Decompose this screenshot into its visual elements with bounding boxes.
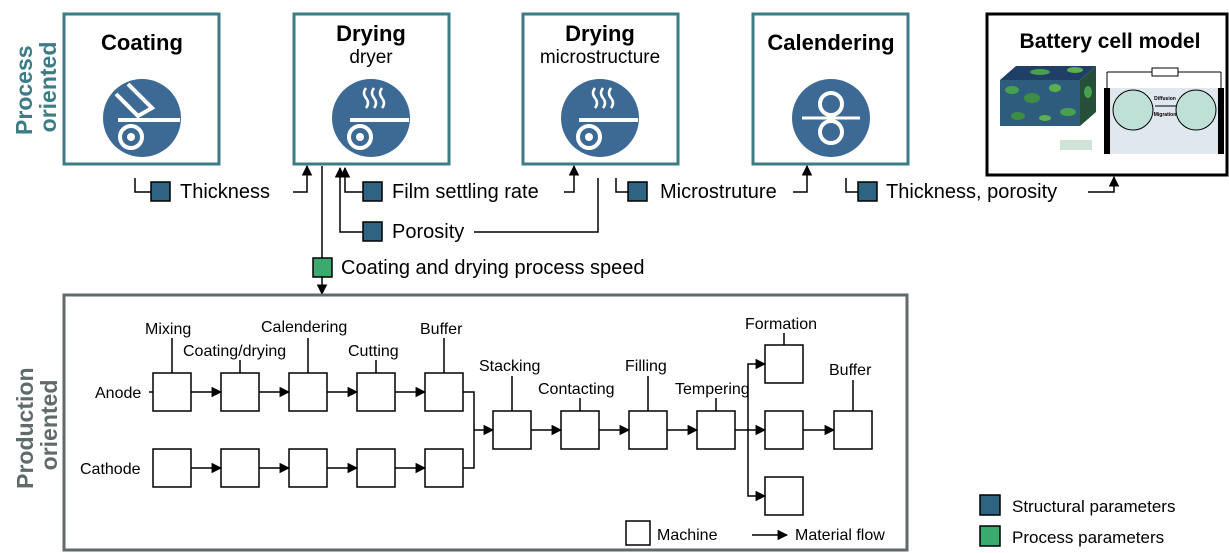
calender-rollers-icon [792, 79, 870, 157]
step-title: Drying [565, 21, 635, 46]
machine-box [288, 448, 328, 488]
param-process-speed: Coating and drying process speed [341, 257, 645, 279]
legend-process: Process parameters [1012, 528, 1164, 547]
machine-box [628, 410, 668, 450]
label-stacking: Stacking [479, 358, 540, 375]
label-anode: Anode [95, 385, 141, 402]
thickness-porosity-connector: Thickness, porosity [845, 175, 1120, 203]
microstructure-connector: Microstruture [615, 164, 813, 203]
structural-parameter-square [150, 181, 171, 202]
structural-legend-square [979, 494, 1001, 516]
structural-parameter-square [627, 181, 648, 202]
production-legend: Machine Material flow [625, 520, 885, 546]
machine-box [152, 372, 192, 412]
param-film-settling-rate: Film settling rate [392, 181, 539, 203]
diffusion-label: Diffusion [1154, 96, 1176, 102]
coating-icon [103, 79, 181, 157]
machine-box [492, 410, 532, 450]
label-calendering: Calendering [261, 319, 347, 336]
step-subtitle: dryer [349, 47, 393, 68]
structural-parameter-square [362, 181, 383, 202]
battery-cell-model: Battery cell model [985, 12, 1229, 177]
machine-box [764, 344, 804, 384]
label-formation: Formation [745, 316, 817, 333]
material-flow-arrows [149, 333, 854, 502]
label-cathode: Cathode [80, 461, 141, 478]
step-subtitle: microstructure [540, 47, 660, 68]
machine-box [764, 410, 804, 450]
machine-box [560, 410, 600, 450]
machine-box [424, 448, 464, 488]
step-title: Drying [336, 21, 406, 46]
production-labels: Anode Cathode Mixing Coating/drying Cale… [80, 316, 872, 478]
battery-model-title: Battery cell model [1020, 30, 1201, 53]
process-step-drying-dryer: Drying dryer [292, 12, 451, 166]
dryer-icon [561, 79, 639, 157]
machine-box [356, 372, 396, 412]
machine-box [152, 448, 192, 488]
parameter-legend: Structural parameters Process parameters [979, 494, 1175, 547]
param-thickness: Thickness [180, 181, 270, 203]
machine-box [424, 372, 464, 412]
label-contacting: Contacting [538, 381, 615, 398]
legend-machine: Machine [657, 527, 718, 544]
machine-box [696, 410, 736, 450]
process-speed-connector: Coating and drying process speed [312, 166, 645, 296]
process-step-coating: Coating [62, 12, 221, 166]
machine-box [764, 476, 804, 516]
machine-box [220, 372, 260, 412]
structural-parameter-square [857, 181, 878, 202]
process-legend-square [979, 525, 1001, 547]
migration-label: Migration [1154, 112, 1177, 118]
label-buffer-1: Buffer [420, 321, 463, 338]
label-tempering: Tempering [675, 381, 750, 398]
dryer-icon [332, 79, 410, 157]
process-step-calendering: Calendering [751, 12, 910, 166]
param-microstructure: Microstruture [660, 181, 777, 203]
process-step-drying-microstructure: Drying microstructure [521, 12, 680, 166]
label-coating-drying: Coating/drying [183, 343, 286, 360]
film-settling-connector: Film settling rate [339, 164, 580, 203]
label-buffer-2: Buffer [829, 362, 872, 379]
microstructure-3d-image [1000, 66, 1096, 150]
side-label-production: Production oriented [12, 361, 62, 489]
process-parameter-square [312, 257, 333, 278]
machine-box [220, 448, 260, 488]
param-porosity: Porosity [392, 221, 464, 243]
porosity-connector: Porosity [334, 166, 599, 243]
legend-structural: Structural parameters [1012, 497, 1175, 516]
label-filling: Filling [625, 358, 667, 375]
machine-box [288, 372, 328, 412]
step-title: Calendering [767, 30, 894, 55]
machine-box [833, 410, 873, 450]
label-cutting: Cutting [348, 343, 399, 360]
production-flow [152, 344, 873, 516]
thickness-connector: Thickness [134, 164, 313, 203]
label-mixing: Mixing [145, 321, 191, 338]
param-thickness-porosity: Thickness, porosity [886, 181, 1057, 203]
legend-material-flow: Material flow [795, 527, 885, 544]
side-label-process: Process oriented [11, 39, 61, 135]
machine-legend-box [625, 520, 651, 546]
step-title: Coating [101, 30, 183, 55]
structural-parameter-square [362, 221, 383, 242]
cell-schematic-image: Diffusion Migration [1104, 67, 1224, 154]
machine-box [356, 448, 396, 488]
